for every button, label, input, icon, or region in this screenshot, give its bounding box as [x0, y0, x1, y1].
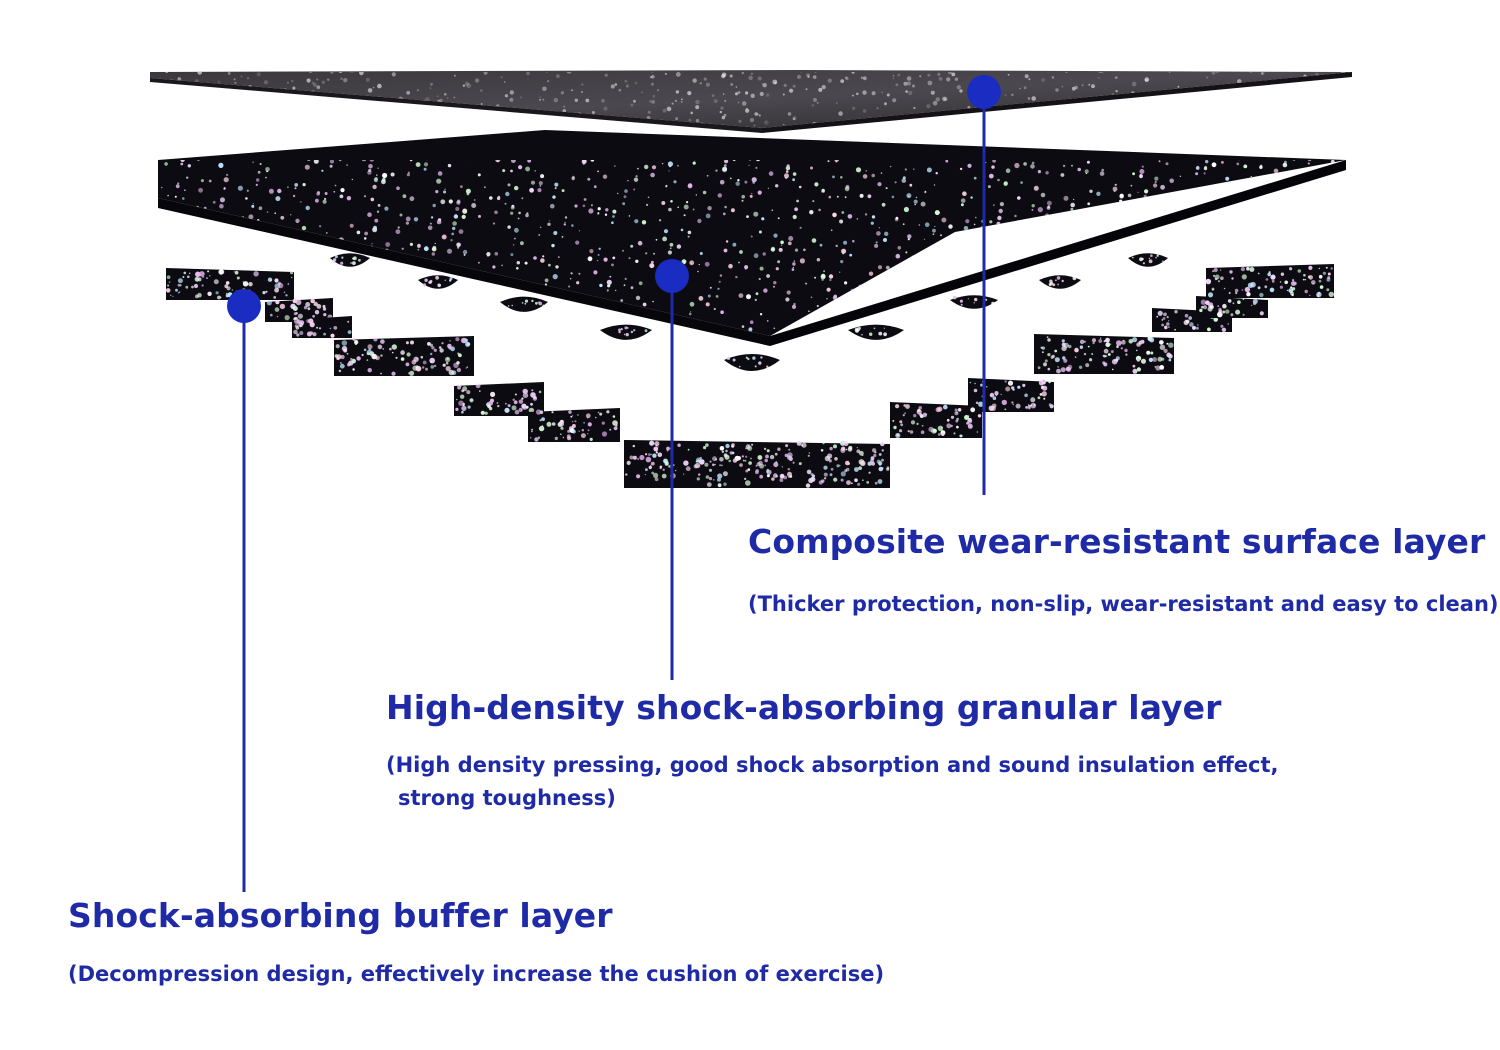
granular-layer-front-edge	[158, 198, 770, 346]
buffer-block	[528, 408, 620, 442]
marker-dot-surface	[967, 75, 1001, 109]
buffer-layer-description: (Decompression design, effectively incre…	[68, 962, 885, 986]
surface-layer-description: (Thicker protection, non-slip, wear-resi…	[748, 592, 1499, 616]
buffer-block	[624, 440, 890, 488]
callout-surface	[967, 75, 1001, 495]
buffer-puck	[724, 354, 780, 371]
marker-dot-buffer	[227, 289, 261, 323]
buffer-puck	[1039, 275, 1081, 289]
buffer-puck	[330, 253, 370, 267]
buffer-block	[1034, 334, 1174, 374]
buffer-puck	[500, 296, 548, 312]
surface-layer-graphic	[150, 70, 1352, 133]
buffer-layer-title: Shock-absorbing buffer layer	[68, 896, 613, 935]
surface-layer-sheet	[150, 70, 1352, 128]
marker-dot-granular	[655, 259, 689, 293]
buffer-block	[265, 298, 333, 322]
granular-layer-top	[158, 130, 1346, 336]
buffer-puck	[600, 324, 652, 340]
surface-layer-edge	[150, 78, 762, 133]
buffer-block	[334, 336, 474, 376]
callout-granular	[655, 259, 689, 680]
buffer-puck	[1128, 253, 1168, 267]
callout-buffer	[227, 289, 261, 892]
buffer-block	[890, 402, 982, 439]
buffer-puck	[418, 275, 458, 289]
buffer-puck	[848, 324, 904, 340]
shock-absorbing-buffer-layer-graphic	[165, 253, 1335, 488]
granular-layer-side-edge	[770, 160, 1346, 346]
surface-layer-edge-right	[762, 72, 1352, 133]
buffer-block	[968, 378, 1054, 413]
granular-layer-description-line-1: (High density pressing, good shock absor…	[386, 753, 1279, 777]
buffer-block	[454, 382, 544, 416]
buffer-puck	[950, 295, 998, 309]
granular-layer-title: High-density shock-absorbing granular la…	[386, 688, 1222, 727]
buffer-block	[1205, 264, 1335, 298]
buffer-block	[1196, 296, 1268, 318]
granular-layer-description-line-2: strong toughness)	[398, 786, 616, 810]
buffer-block	[292, 316, 352, 338]
buffer-block	[165, 268, 294, 300]
surface-layer-title: Composite wear-resistant surface layer	[748, 522, 1486, 561]
